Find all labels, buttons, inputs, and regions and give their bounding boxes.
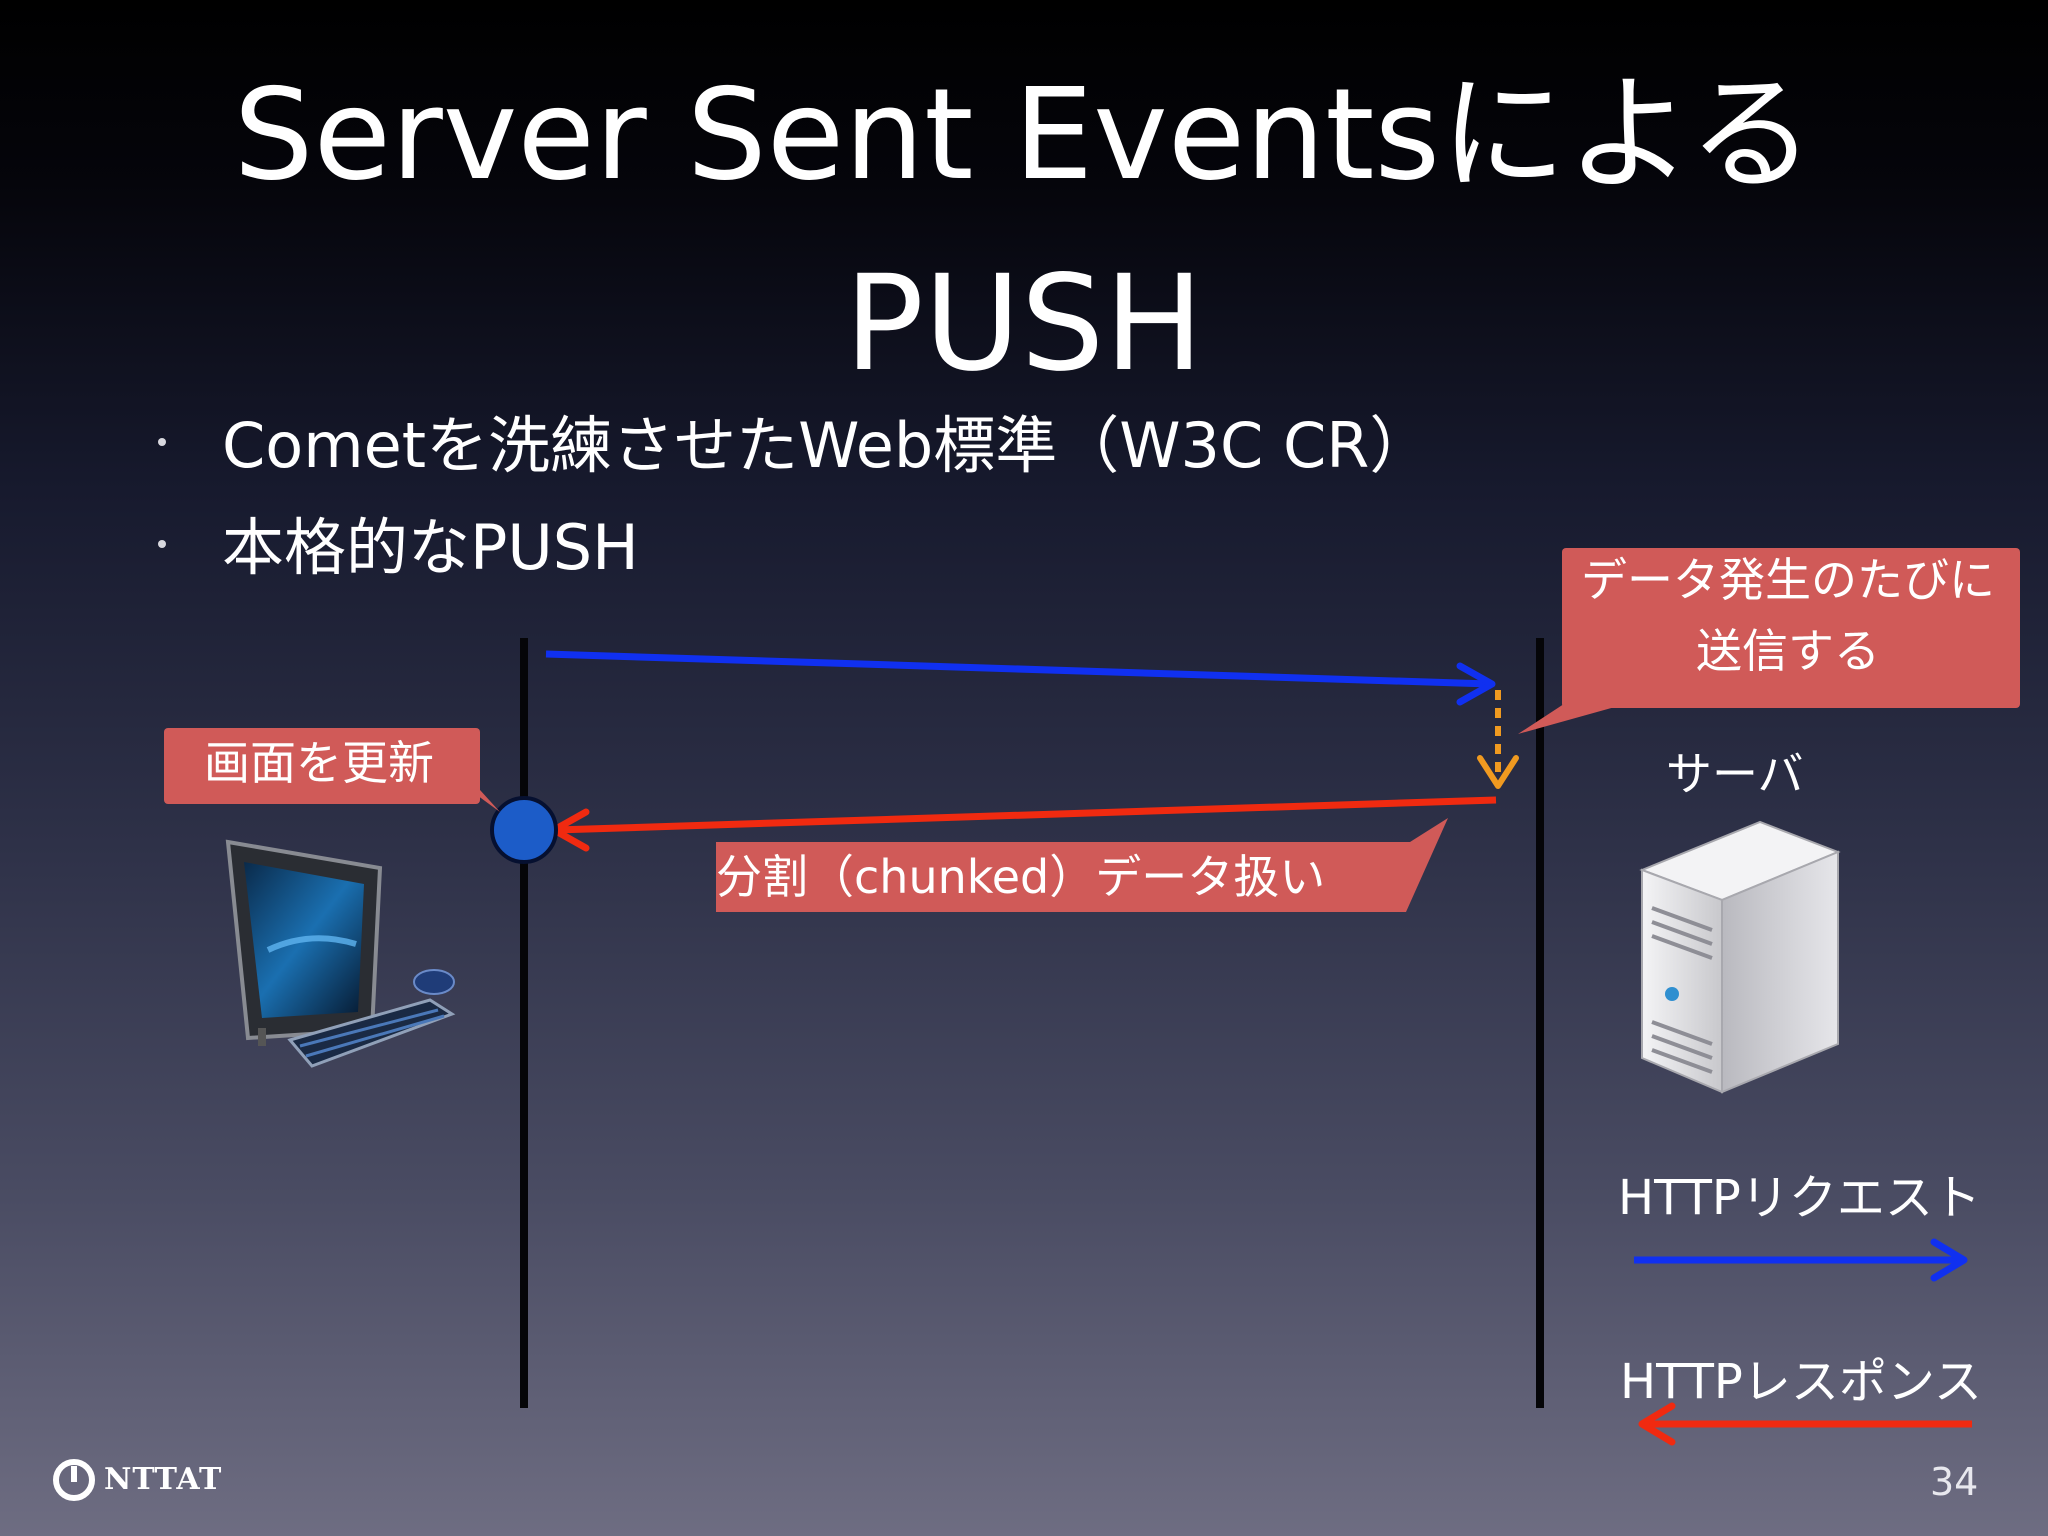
nttat-logo-icon xyxy=(56,1462,92,1498)
response-arrow xyxy=(554,800,1496,848)
data-event-arrow xyxy=(1480,690,1516,786)
request-arrow xyxy=(546,654,1492,702)
nttat-logo-text: NTTAT xyxy=(104,1462,222,1497)
legend-request-label: HTTPリクエスト xyxy=(1618,1158,1981,1228)
callout-chunked-text: 分割（chunked）データ扱い xyxy=(716,842,1406,913)
callout-update-screen-text: 画面を更新 xyxy=(164,728,474,799)
server-label: サーバ xyxy=(1666,738,1804,804)
legend-request-arrow xyxy=(1634,1242,1964,1278)
legend-response-label: HTTPレスポンス xyxy=(1620,1342,1982,1412)
computer-icon xyxy=(228,842,454,1066)
callout-send-on-data-line-2: 送信する xyxy=(1562,616,2014,687)
callout-send-on-data-line-1: データ発生のたびに xyxy=(1562,545,2014,616)
server-icon xyxy=(1642,822,1838,1092)
callout-send-on-data-text: データ発生のたびに 送信する xyxy=(1562,545,2014,688)
client-update-node xyxy=(492,798,556,862)
page-number: 34 xyxy=(1930,1460,1978,1504)
